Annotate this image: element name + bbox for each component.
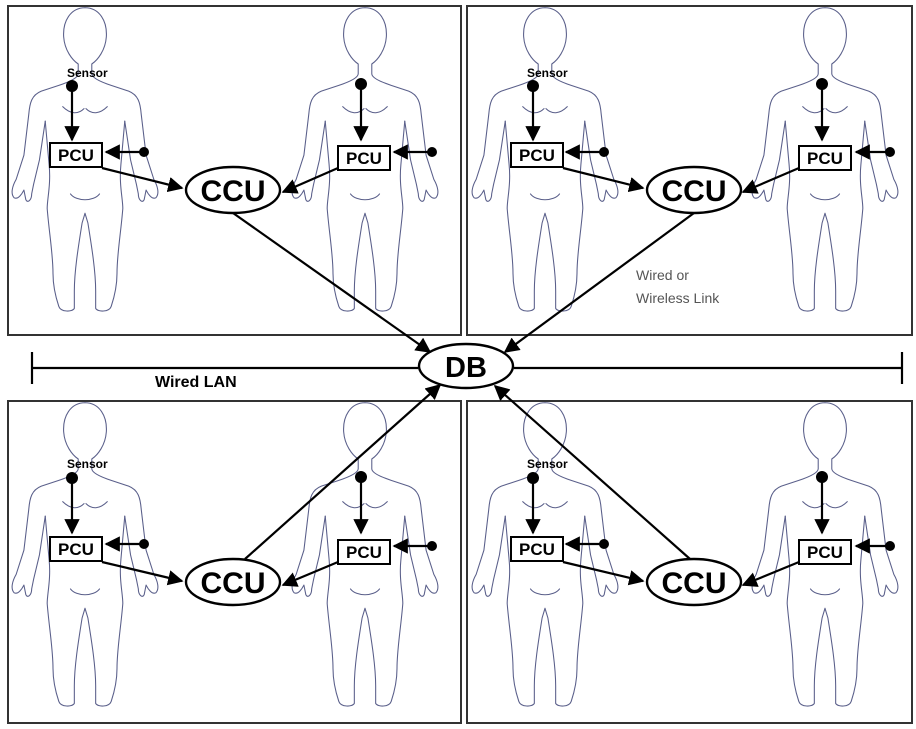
pcu-box: PCU xyxy=(510,536,564,562)
pcu-box: PCU xyxy=(49,142,103,168)
ccu-node: CCU xyxy=(184,557,282,607)
pcu-box: PCU xyxy=(337,539,391,565)
panel-bottom-left-frame xyxy=(7,400,462,724)
pcu-label: PCU xyxy=(58,540,94,559)
pcu-box: PCU xyxy=(510,142,564,168)
pcu-label: PCU xyxy=(807,149,843,168)
panel-bottom-left: Sensor PCU PCU CCU xyxy=(11,383,442,707)
panel-top-right-frame xyxy=(466,5,913,336)
link-label-line1: Wired or xyxy=(636,267,689,283)
ccu-db-link xyxy=(503,212,695,353)
wired-lan-label: Wired LAN xyxy=(155,374,237,391)
db-label: DB xyxy=(445,352,487,384)
link-label-line2: Wireless Link xyxy=(636,290,720,306)
sensor-label: Sensor xyxy=(67,457,108,471)
pcu-box: PCU xyxy=(337,145,391,171)
ccu-node: CCU xyxy=(184,165,282,215)
pcu-label: PCU xyxy=(807,543,843,562)
panel-bottom-right: Sensor PCU PCU CCU xyxy=(471,384,899,707)
ccu-db-link xyxy=(493,384,691,560)
pcu-label: PCU xyxy=(519,540,555,559)
pcu-box: PCU xyxy=(798,539,852,565)
ccu-db-link xyxy=(244,383,442,560)
ccu-label: CCU xyxy=(201,175,266,208)
pcu-label: PCU xyxy=(346,543,382,562)
db-node: DB xyxy=(417,342,515,390)
panel-top-left: Sensor PCU PCU CCU xyxy=(11,7,439,353)
sensor-label: Sensor xyxy=(527,457,568,471)
wired-lan-bus xyxy=(30,352,904,384)
sensor-label: Sensor xyxy=(67,66,108,80)
ccu-node: CCU xyxy=(645,557,743,607)
panel-bottom-right-frame xyxy=(466,400,913,724)
panel-top-left-frame xyxy=(7,5,462,336)
pcu-box: PCU xyxy=(798,145,852,171)
ccu-label: CCU xyxy=(201,567,266,600)
pcu-label: PCU xyxy=(58,146,94,165)
ccu-node: CCU xyxy=(645,165,743,215)
ccu-label: CCU xyxy=(662,175,727,208)
ccu-label: CCU xyxy=(662,567,727,600)
ccu-db-link xyxy=(232,212,432,353)
pcu-label: PCU xyxy=(346,149,382,168)
sensor-label: Sensor xyxy=(527,66,568,80)
panel-top-right: Sensor PCU PCU CCU Wired or Wireless Lin… xyxy=(471,7,899,353)
pcu-label: PCU xyxy=(519,146,555,165)
pcu-box: PCU xyxy=(49,536,103,562)
